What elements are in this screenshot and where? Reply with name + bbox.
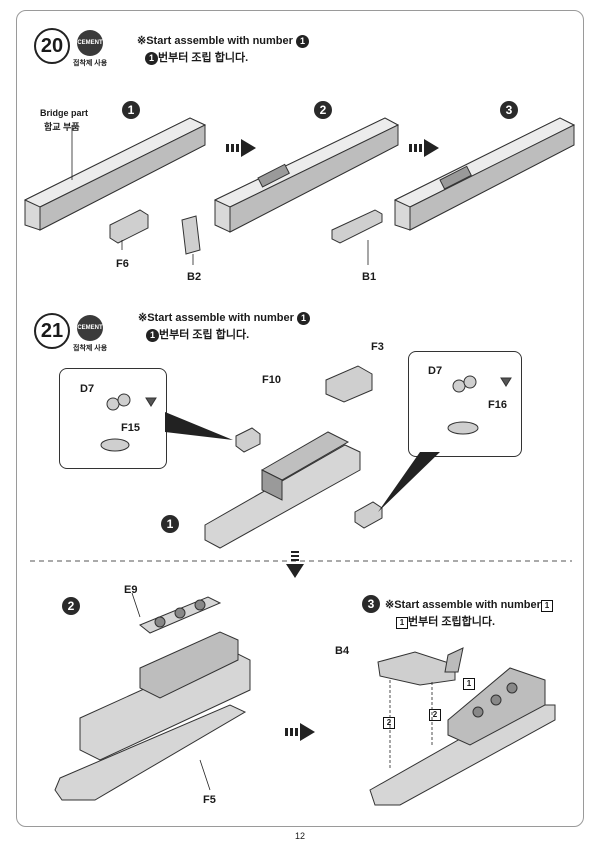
part-b4 bbox=[377, 647, 464, 686]
part-b4-label: B4 bbox=[335, 645, 350, 657]
box-tag-1: 1 bbox=[463, 673, 475, 691]
cement-icon: CEMENT bbox=[77, 315, 103, 341]
part-b1-label: B1 bbox=[362, 271, 377, 283]
part-f5 bbox=[54, 704, 247, 801]
substep-3: 3 bbox=[362, 595, 380, 613]
cement-icon: CEMENT bbox=[77, 30, 103, 56]
detail-callout-right bbox=[408, 351, 522, 457]
part-b1 bbox=[331, 209, 383, 244]
part-b2-label: B2 bbox=[187, 271, 202, 283]
step-arrow bbox=[226, 139, 439, 741]
assembly-step3 bbox=[369, 667, 556, 806]
part-b2 bbox=[181, 215, 201, 255]
part-f6 bbox=[109, 209, 149, 244]
part-e9 bbox=[139, 596, 222, 634]
part-f6-label: F6 bbox=[116, 258, 129, 270]
substep-3: 3 bbox=[500, 101, 518, 119]
note-ref-badge: 1 bbox=[145, 51, 158, 65]
note-text: ※Start assemble with number bbox=[137, 35, 293, 47]
note-ref-badge: 1 bbox=[146, 328, 159, 342]
box-tag-text: 2 bbox=[383, 717, 395, 729]
note-ref-badge: 1 bbox=[296, 34, 309, 48]
detail-f16 bbox=[447, 375, 512, 435]
part-d7-label: D7 bbox=[80, 383, 95, 395]
step20-note-en: ※Start assemble with number 1 bbox=[137, 34, 309, 48]
note-ref-badge: 1 bbox=[297, 311, 310, 325]
part-f5-label: F5 bbox=[203, 794, 216, 806]
hull-part-3 bbox=[393, 117, 576, 231]
hull-part-1 bbox=[23, 117, 207, 231]
part-f3-label: F3 bbox=[371, 341, 384, 353]
part-f16-label: F16 bbox=[488, 399, 507, 411]
callout-pointer bbox=[378, 452, 440, 512]
bridge-part-label: Bridge part bbox=[40, 108, 89, 118]
substep-1: 1 bbox=[161, 515, 179, 533]
part-e9-label: E9 bbox=[124, 584, 138, 596]
down-arrow bbox=[286, 551, 304, 578]
substep-1: 1 bbox=[122, 101, 140, 119]
note-ko-text: 번부터 조립 합니다. bbox=[158, 52, 249, 64]
part-f10-base bbox=[204, 431, 361, 549]
box-tag-text: 1 bbox=[463, 678, 475, 690]
cement-caption: 접착제 사용 bbox=[73, 345, 108, 352]
step-number-20: 20 bbox=[34, 28, 70, 64]
note-ko-text: 번부터 조립합니다. bbox=[408, 616, 496, 628]
part-f15-label: F15 bbox=[121, 422, 140, 434]
hull-part-2 bbox=[213, 117, 400, 233]
note-ko-text: 번부터 조립 합니다. bbox=[159, 329, 250, 341]
part-bracket-right bbox=[354, 501, 383, 529]
page-number: 12 bbox=[294, 831, 305, 841]
bridge-part-label-ko: 함교 부품 bbox=[44, 122, 80, 132]
part-d7-label: D7 bbox=[428, 365, 443, 377]
note-text: ※Start assemble with number bbox=[385, 599, 541, 611]
part-bracket-left bbox=[235, 427, 261, 453]
substep-2: 2 bbox=[62, 597, 80, 615]
step-number-21: 21 bbox=[34, 313, 70, 349]
note-text: ※Start assemble with number bbox=[138, 312, 294, 324]
substep-2: 2 bbox=[314, 101, 332, 119]
assembly-step2 bbox=[79, 631, 251, 761]
callout-pointer bbox=[165, 412, 233, 440]
detail-f15 bbox=[100, 393, 157, 452]
box-tag-2: 2 bbox=[383, 712, 395, 730]
page-frame bbox=[16, 10, 584, 827]
cement-caption: 접착제 사용 bbox=[73, 60, 108, 67]
part-f3 bbox=[325, 365, 373, 403]
box-ref: 1 bbox=[396, 617, 408, 629]
part-f10-label: F10 bbox=[262, 374, 281, 386]
step21-note-en: ※Start assemble with number 1 bbox=[138, 311, 310, 325]
box-ref: 1 bbox=[540, 600, 553, 612]
